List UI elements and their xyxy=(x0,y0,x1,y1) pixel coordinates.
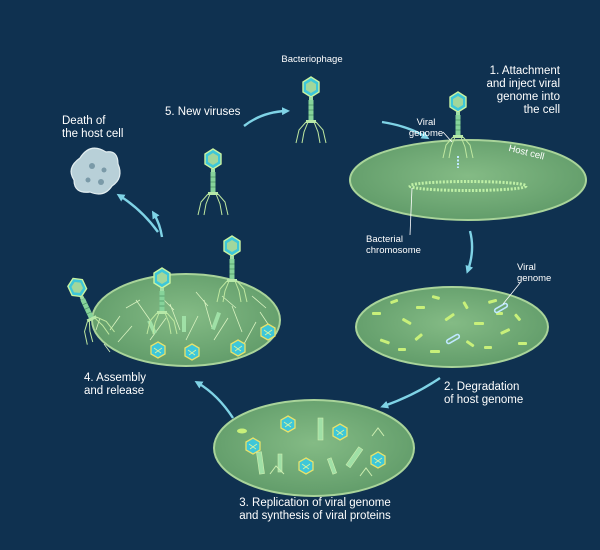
host-cell-attachment xyxy=(349,139,587,236)
arrow-to-replication xyxy=(380,377,441,409)
label-step2: 2. Degradation of host genome xyxy=(444,381,524,406)
label-bacterial-chromosome: Bacterial chromosome xyxy=(366,234,421,256)
host-cell-degradation xyxy=(355,282,549,368)
viral-genome-pointer-1 xyxy=(442,131,453,143)
viral-genome-pointer-2 xyxy=(502,282,521,305)
host-cell-assembly xyxy=(91,273,281,367)
arrow-to-assembly xyxy=(194,380,235,419)
host-cell-replication xyxy=(213,399,415,497)
phage-bacteriophage xyxy=(295,76,327,144)
dead-host-cell xyxy=(70,147,121,195)
arrow-to-new-viruses xyxy=(151,210,164,238)
host-genome-fragments xyxy=(372,295,527,353)
label-viral-genome-1: Viral genome xyxy=(408,117,444,139)
label-step5: 5. New viruses xyxy=(165,106,241,118)
viral-genome-fragment xyxy=(493,302,509,314)
phage-new-virus xyxy=(197,148,229,216)
label-step4: 4. Assembly and release xyxy=(84,372,146,397)
arrow-to-attachment xyxy=(381,120,430,140)
arrow-to-degradation xyxy=(465,230,474,274)
cycle-arrows xyxy=(116,107,474,419)
label-bacteriophage: Bacteriophage xyxy=(281,54,343,65)
arrow-to-bacteriophage xyxy=(243,107,290,127)
label-viral-genome-2: Viral genome xyxy=(517,262,552,284)
bacterial-chromosome-ring xyxy=(408,180,528,192)
chromosome-pointer xyxy=(409,187,413,236)
label-death: Death of the host cell xyxy=(62,115,124,140)
label-step3: 3. Replication of viral genome and synth… xyxy=(239,497,391,522)
viral-genome-fragment xyxy=(445,333,461,345)
label-step1: 1. Attachment and inject viral genome in… xyxy=(486,65,560,116)
tail-fibers-burst xyxy=(95,291,273,353)
arrow-to-death xyxy=(116,193,159,233)
